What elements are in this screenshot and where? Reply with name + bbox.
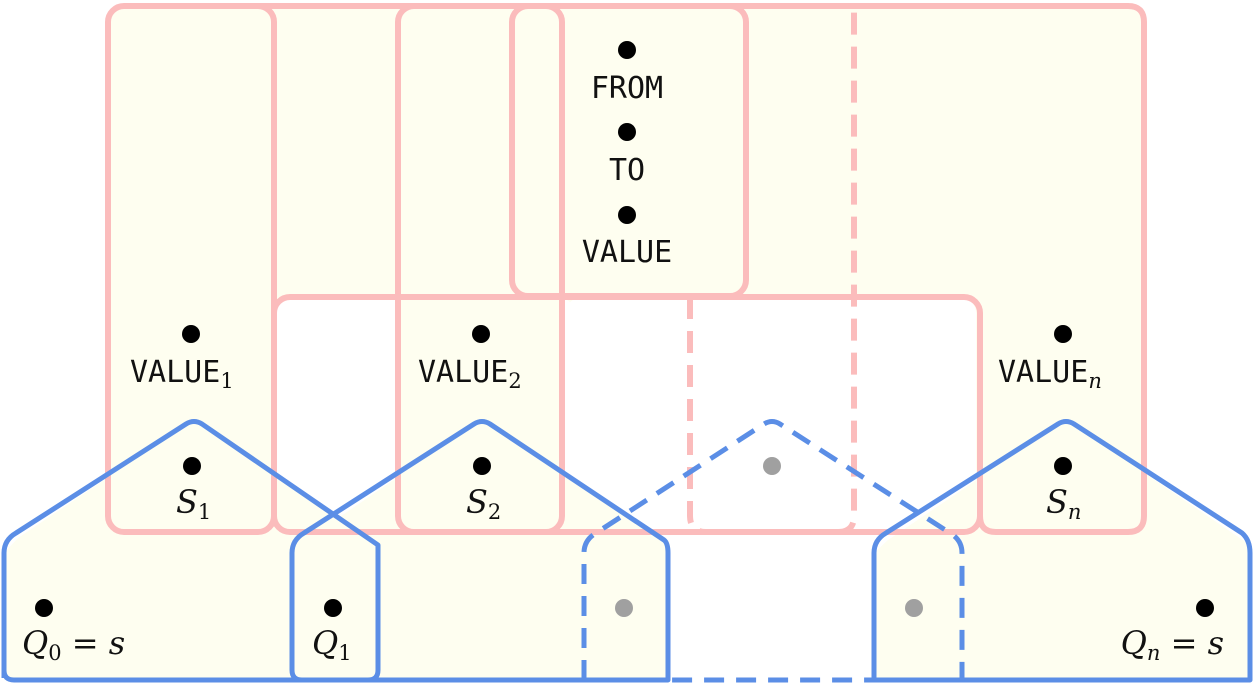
fill-blue-left: [4, 425, 378, 680]
label-qn-sub: n: [1147, 641, 1161, 665]
nodes: [35, 41, 1214, 617]
label-s2-base: S: [466, 483, 488, 521]
node-value2: [472, 325, 490, 343]
blue-edge-left: [1, 419, 381, 683]
region-fills: [4, 6, 1250, 680]
blue-edges: [1, 419, 1253, 683]
node-q0: [35, 599, 53, 617]
label-s1-sub: 1: [198, 500, 211, 524]
label-q0-rel: =: [62, 624, 109, 662]
label-value2-base: VALUE: [418, 355, 508, 390]
fill-vn-column: [980, 6, 1144, 532]
pink-edges: [105, 3, 1147, 535]
label-value2-sub: 2: [508, 369, 521, 393]
label-q0: Q0 = s: [22, 624, 125, 665]
blue-edge-right: [871, 419, 1253, 683]
label-s2-sub: 2: [488, 500, 501, 524]
blue-edge-dashed: [581, 419, 965, 683]
label-qn-rhs: s: [1208, 624, 1224, 662]
label-sn-base: S: [1046, 483, 1068, 521]
label-value2: VALUE2: [418, 355, 522, 393]
label-qn: Qn = s: [1121, 624, 1224, 665]
pink-edge-outer-span: [124, 3, 1147, 535]
pink-edge-dashed: [687, 6, 857, 535]
node-s1: [183, 457, 201, 475]
node-value: [618, 206, 636, 224]
pink-edge-top: [509, 3, 749, 299]
label-value1-sub: 1: [220, 369, 233, 393]
label-s2: S2: [466, 483, 501, 524]
label-value1: VALUE1: [130, 355, 234, 393]
label-s1-base: S: [176, 483, 198, 521]
label-s1: S1: [176, 483, 211, 524]
label-value: VALUE: [582, 235, 672, 270]
node-gray-top: [763, 457, 781, 475]
label-from: FROM: [591, 71, 663, 106]
node-from: [618, 41, 636, 59]
fill-blue-right: [874, 425, 1250, 680]
node-gray-right: [905, 599, 923, 617]
blue-edge-mid: [289, 419, 671, 683]
label-q1: Q1: [312, 624, 352, 665]
labels: FROM TO VALUE VALUE1 VALUE2 VALUEn S1 S2…: [22, 71, 1224, 665]
node-valuen: [1054, 325, 1072, 343]
node-gray-left: [615, 599, 633, 617]
label-to: TO: [609, 153, 645, 188]
label-qn-rel: =: [1160, 624, 1207, 662]
label-sn-sub: n: [1068, 500, 1082, 524]
label-valuen: VALUEn: [998, 355, 1102, 393]
label-q0-sub: 0: [48, 641, 61, 665]
node-q1: [324, 599, 342, 617]
label-qn-base: Q: [1121, 624, 1147, 662]
label-sn: Sn: [1046, 483, 1081, 524]
node-qn: [1196, 599, 1214, 617]
label-valuen-base: VALUE: [998, 355, 1088, 390]
label-q1-base: Q: [312, 624, 338, 662]
fill-top-box: [512, 6, 746, 296]
label-value1-base: VALUE: [130, 355, 220, 390]
node-to: [618, 123, 636, 141]
node-value1: [182, 325, 200, 343]
label-q0-base: Q: [22, 624, 48, 662]
node-sn: [1054, 457, 1072, 475]
label-q1-sub: 1: [338, 641, 351, 665]
node-s2: [473, 457, 491, 475]
fill-blue-mid: [292, 425, 668, 680]
label-q0-rhs: s: [109, 624, 125, 662]
label-valuen-sub: n: [1088, 369, 1102, 393]
